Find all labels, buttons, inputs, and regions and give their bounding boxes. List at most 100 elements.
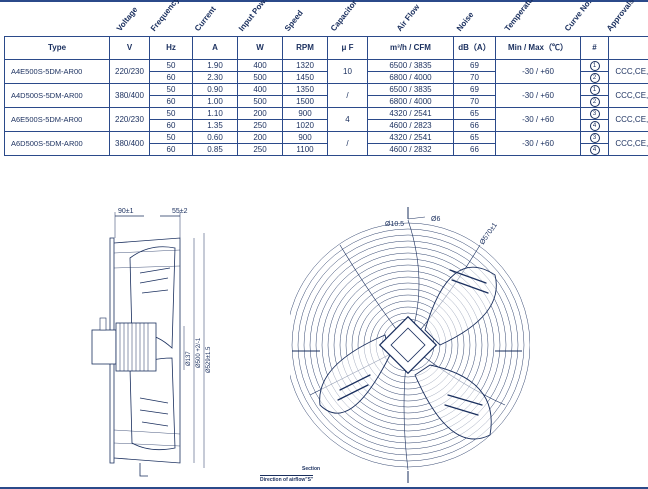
- unit-header: Type: [4, 36, 110, 60]
- voltage-cell: 220/230: [109, 59, 150, 84]
- airflow-cell: 6800 / 4000: [367, 71, 454, 84]
- unit-header: Min / Max（℃）: [495, 36, 581, 60]
- power-cell: 250: [237, 119, 283, 132]
- unit-header: #: [580, 36, 609, 60]
- airflow-cell: 6800 / 4000: [367, 95, 454, 108]
- unit-header: W: [237, 36, 283, 60]
- capacitor-cell: /: [327, 131, 368, 156]
- voltage-cell: 220/230: [109, 107, 150, 132]
- airflow-direction-label: Direction of airflow"S": [260, 475, 314, 483]
- current-cell: 1.10: [192, 107, 238, 120]
- rotated-header: Curve No.: [562, 0, 594, 34]
- approvals-cell: CCC,CE,RoHS: [608, 59, 648, 84]
- rotated-header: Voltage: [114, 5, 140, 33]
- capacitor-cell: 4: [327, 107, 368, 132]
- unit-header: [608, 36, 648, 60]
- dim-500: Ø500 +2/-1: [196, 337, 202, 368]
- dim-137: Ø137: [186, 351, 192, 366]
- current-cell: 1.00: [192, 95, 238, 108]
- curve-cell: 1: [580, 83, 609, 96]
- airflow-cell: 6500 / 3835: [367, 83, 454, 96]
- unit-header: V: [109, 36, 150, 60]
- frequency-cell: 60: [149, 119, 193, 132]
- rotated-header: Temperature: [502, 0, 540, 33]
- noise-cell: 66: [453, 143, 496, 156]
- dim-529: Ø529±1.5: [206, 346, 212, 373]
- speed-cell: 1020: [282, 119, 328, 132]
- unit-header: μ F: [327, 36, 368, 60]
- rotated-header: Frequency: [148, 0, 181, 33]
- power-cell: 250: [237, 143, 283, 156]
- dim-90: 90±1: [118, 208, 134, 215]
- rotated-header: Air Flow: [394, 2, 422, 33]
- unit-header: dB（A）: [453, 36, 496, 60]
- curve-cell: 4: [580, 143, 609, 156]
- speed-cell: 1500: [282, 95, 328, 108]
- curve-number: 1: [589, 61, 600, 71]
- dim-6: Ø6: [431, 216, 440, 223]
- curve-cell: 4: [580, 119, 609, 132]
- power-cell: 500: [237, 71, 283, 84]
- speed-cell: 900: [282, 107, 328, 120]
- approvals-cell: CCC,CE,RoHS: [608, 83, 648, 108]
- frequency-cell: 50: [149, 107, 193, 120]
- power-cell: 500: [237, 95, 283, 108]
- curve-number: 3: [589, 133, 600, 143]
- type-cell: A6D500S-5DM-AR00: [4, 131, 110, 156]
- rotated-header: Noise: [454, 10, 476, 33]
- capacitor-cell: /: [327, 83, 368, 108]
- noise-cell: 69: [453, 83, 496, 96]
- type-cell: A4E500S-5DM-AR00: [4, 59, 110, 84]
- speed-cell: 1350: [282, 83, 328, 96]
- power-cell: 400: [237, 83, 283, 96]
- frequency-cell: 60: [149, 95, 193, 108]
- curve-number: 2: [589, 73, 600, 83]
- airflow-cell: 6500 / 3835: [367, 59, 454, 72]
- current-cell: 1.35: [192, 119, 238, 132]
- speed-cell: 1100: [282, 143, 328, 156]
- dim-55: 55±2: [172, 208, 188, 215]
- speed-cell: 1320: [282, 59, 328, 72]
- power-cell: 200: [237, 131, 283, 144]
- frequency-cell: 50: [149, 131, 193, 144]
- current-cell: 0.90: [192, 83, 238, 96]
- speed-cell: 1450: [282, 71, 328, 84]
- temperature-cell: -30 / +60: [495, 131, 581, 156]
- frequency-cell: 60: [149, 71, 193, 84]
- temperature-cell: -30 / +60: [495, 107, 581, 132]
- curve-number: 4: [589, 121, 600, 131]
- noise-cell: 65: [453, 107, 496, 120]
- unit-header: RPM: [282, 36, 328, 60]
- noise-cell: 70: [453, 71, 496, 84]
- type-cell: A6E500S-5DM-AR00: [4, 107, 110, 132]
- speed-cell: 900: [282, 131, 328, 144]
- curve-cell: 2: [580, 95, 609, 108]
- front-view-drawing: Ø10.5 Ø6 Ø570±1: [290, 207, 530, 483]
- noise-cell: 65: [453, 131, 496, 144]
- approvals-cell: CCC,CE,RoHS: [608, 107, 648, 132]
- voltage-cell: 380/400: [109, 83, 150, 108]
- unit-header: m³/h / CFM: [367, 36, 454, 60]
- top-border: [0, 0, 648, 2]
- unit-header: A: [192, 36, 238, 60]
- noise-cell: 69: [453, 59, 496, 72]
- current-cell: 1.90: [192, 59, 238, 72]
- airflow-cell: 4320 / 2541: [367, 131, 454, 144]
- frequency-cell: 60: [149, 143, 193, 156]
- curve-cell: 1: [580, 59, 609, 72]
- unit-header: Hz: [149, 36, 193, 60]
- airflow-cell: 4600 / 2823: [367, 119, 454, 132]
- power-cell: 200: [237, 107, 283, 120]
- rotated-header: Approvals: [604, 0, 637, 34]
- capacitor-cell: 10: [327, 59, 368, 84]
- section-label: Section: [302, 466, 321, 472]
- current-cell: 0.85: [192, 143, 238, 156]
- approvals-cell: CCC,CE,RoHS: [608, 131, 648, 156]
- dim-10-5: Ø10.5: [385, 221, 404, 228]
